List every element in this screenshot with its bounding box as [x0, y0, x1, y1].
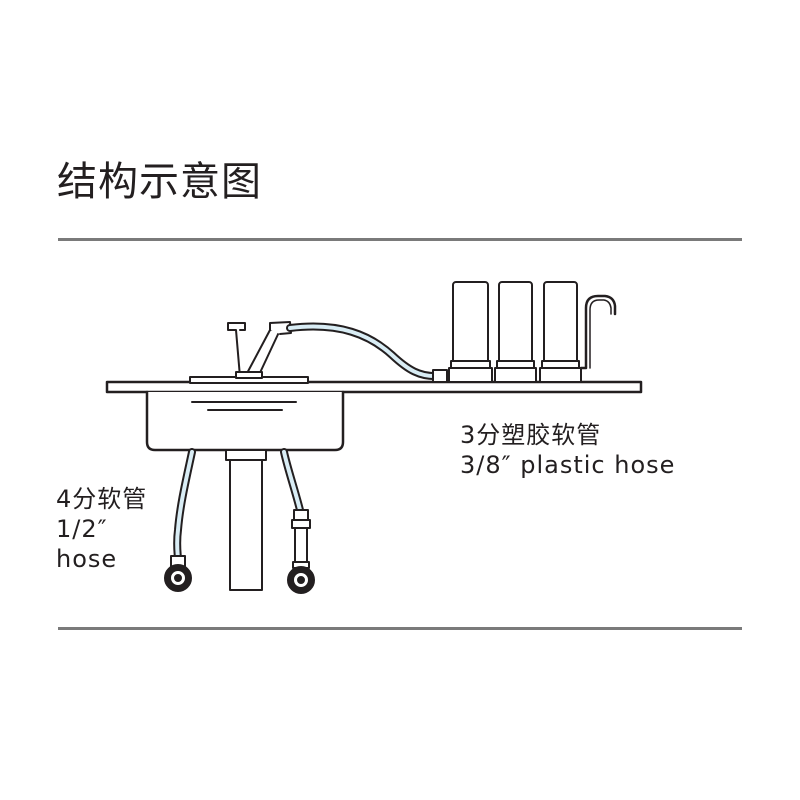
- plastic-hose-inner: [288, 324, 440, 379]
- sink-basin: [145, 390, 345, 452]
- drain-collar: [225, 449, 267, 461]
- half-inch-hose-label: 4分软管 1/2″ hose: [56, 484, 147, 574]
- plastic-hose-label-en: 3/8″ plastic hose: [460, 451, 676, 479]
- filter-cartridge-2: [494, 281, 537, 383]
- filter-cartridge-1: [448, 281, 493, 383]
- half-inch-hose-left-inner: [175, 450, 194, 562]
- hose-connector: [432, 369, 448, 383]
- top-divider: [58, 238, 742, 241]
- half-inch-hose-label-en: hose: [56, 545, 118, 573]
- bottom-divider: [58, 627, 742, 630]
- countertop: [105, 380, 643, 394]
- plastic-hose-label-cn: 3分塑胶软管: [460, 421, 602, 449]
- filter-spout-inner: [589, 299, 612, 369]
- filter-spout: [579, 294, 617, 370]
- half-inch-hose-label-cn: 4分软管: [56, 485, 148, 513]
- half-inch-hose-label-size: 1/2″: [56, 515, 108, 543]
- diagram-title: 结构示意图: [57, 159, 262, 205]
- plastic-hose: [286, 322, 442, 381]
- drain-pipe: [229, 449, 263, 591]
- filter-cartridge-3: [539, 281, 582, 383]
- plastic-hose-label: 3分塑胶软管 3/8″ plastic hose: [460, 420, 675, 480]
- half-inch-hose-right-inner: [282, 450, 302, 512]
- kitchen-faucet: [227, 321, 292, 379]
- angle-valve-left: [164, 555, 192, 592]
- angle-valve-right: [287, 509, 315, 594]
